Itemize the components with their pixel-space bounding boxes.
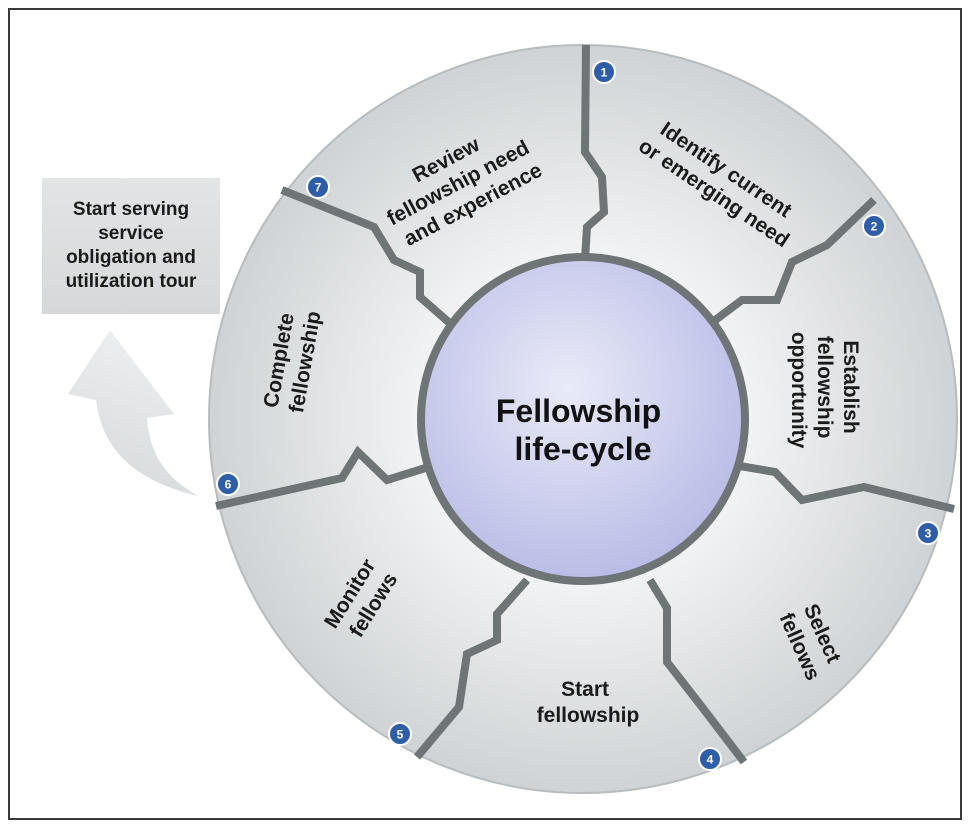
divider-2-3 [733,461,955,513]
outcome-line-2: service [98,223,164,244]
divider-4-5 [413,577,530,760]
segment-4-label: Start fellowship [537,678,640,727]
lifecycle-diagram: Fellowship life-cycle Identify current o… [68,44,958,794]
step-badge-1-number: 1 [601,66,608,80]
divider-7-1 [579,44,609,293]
hub-label: Fellowship life-cycle [496,393,670,467]
outcome-box: Start serving service obligation and uti… [42,178,220,314]
divider-6-7 [280,186,455,329]
step-badge-2: 2 [862,214,886,238]
step-badge-4-number: 4 [707,753,714,767]
outcome-line-3: obligation and [66,247,196,268]
step-badge-4: 4 [698,747,722,771]
step-badge-7: 7 [306,175,330,199]
divider-3-4 [646,577,748,765]
segment-dividers [215,44,955,765]
step-badge-1: 1 [592,60,616,84]
diagram-frame: Fellowship life-cycle Identify current o… [8,8,962,820]
hub-label-line-2: life-cycle [515,431,652,467]
step-badge-6: 6 [216,472,240,496]
divider-5-6 [215,445,437,510]
step-badge-3: 3 [916,521,940,545]
hub-circle [417,253,749,585]
exit-arrow [68,330,198,496]
divider-1-2 [703,197,877,331]
step-badge-3-number: 3 [925,527,932,541]
hub-label-line-1: Fellowship [496,393,661,429]
step-badge-2-number: 2 [871,220,878,234]
segment-2-label: Establish fellowship opportunity [787,332,862,449]
step-badge-7-number: 7 [315,181,322,195]
step-badge-5: 5 [388,722,412,746]
outcome-line-1: Start serving [72,199,190,220]
step-badge-6-number: 6 [225,478,232,492]
outcome-line-4: utilization tour [65,271,197,292]
step-badge-5-number: 5 [397,728,404,742]
